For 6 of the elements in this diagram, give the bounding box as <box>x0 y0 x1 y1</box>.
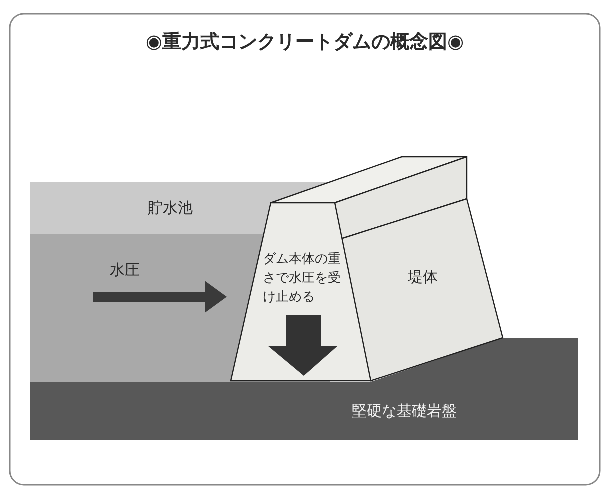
area-label: 堅硬な基礎岩盤 <box>352 401 457 421</box>
part-label: 堤体 <box>408 267 438 287</box>
area-label: 水圧 <box>110 260 140 280</box>
title: ◉重力式コンクリートダムの概念図◉ <box>144 30 466 54</box>
area-label: 貯水池 <box>148 198 193 218</box>
annotation: ダム本体の重さで水圧を受け止める <box>263 251 342 307</box>
